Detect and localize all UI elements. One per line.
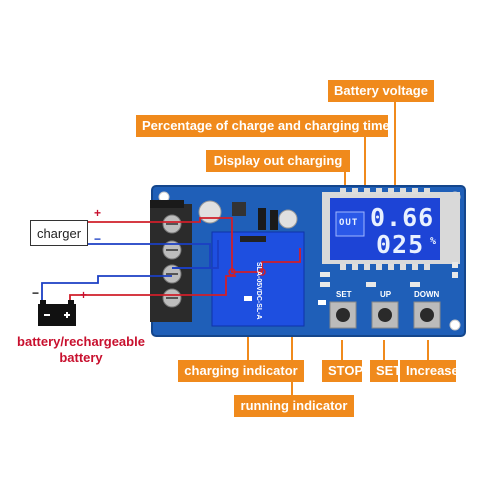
terminal-block (150, 200, 192, 322)
lcd-percent-value: 025 (376, 230, 424, 259)
callout-stop: STOP (322, 360, 362, 382)
lcd-percent-sign: % (430, 236, 437, 247)
charger-plus-symbol: + (94, 206, 101, 220)
callout-increase: Increase (400, 360, 456, 382)
callout-battery-voltage: Battery voltage (328, 80, 434, 102)
running-led (318, 300, 326, 305)
capacitor (279, 210, 297, 228)
lcd-out-label: OUT (339, 218, 358, 228)
battery-caption: battery/rechargeable battery (6, 334, 156, 366)
capacitor (199, 201, 221, 223)
battery-minus-symbol: − (32, 286, 39, 300)
charging-led (244, 296, 252, 301)
board-label-set: SET (336, 290, 352, 299)
callout-running-indicator: running indicator (234, 395, 354, 417)
board-label-up: UP (380, 290, 391, 299)
lcd-voltage-value: 0.66 (370, 203, 434, 232)
component (258, 208, 266, 230)
push-button-down[interactable] (414, 302, 440, 328)
battery-symbol (38, 300, 76, 326)
relay-model-text: SLA-05VDC-SL-A (255, 262, 262, 320)
mount-hole (450, 320, 460, 330)
component (232, 202, 246, 216)
push-button-set[interactable] (330, 302, 356, 328)
battery-plus-symbol: + (80, 288, 87, 302)
callout-charging-indicator: charging indicator (178, 360, 304, 382)
component (270, 210, 278, 230)
component (240, 236, 266, 242)
board-label-down: DOWN (414, 290, 439, 299)
charger-minus-symbol: − (94, 232, 101, 246)
charger-box: charger (30, 220, 88, 246)
callout-set: SET (370, 360, 398, 382)
callout-display-out: Display out charging (206, 150, 350, 172)
push-button-up[interactable] (372, 302, 398, 328)
battery-caption-line-1: battery/rechargeable (6, 334, 156, 350)
callout-percentage-time: Percentage of charge and charging time (136, 115, 388, 137)
battery-caption-line-2: battery (6, 350, 156, 366)
